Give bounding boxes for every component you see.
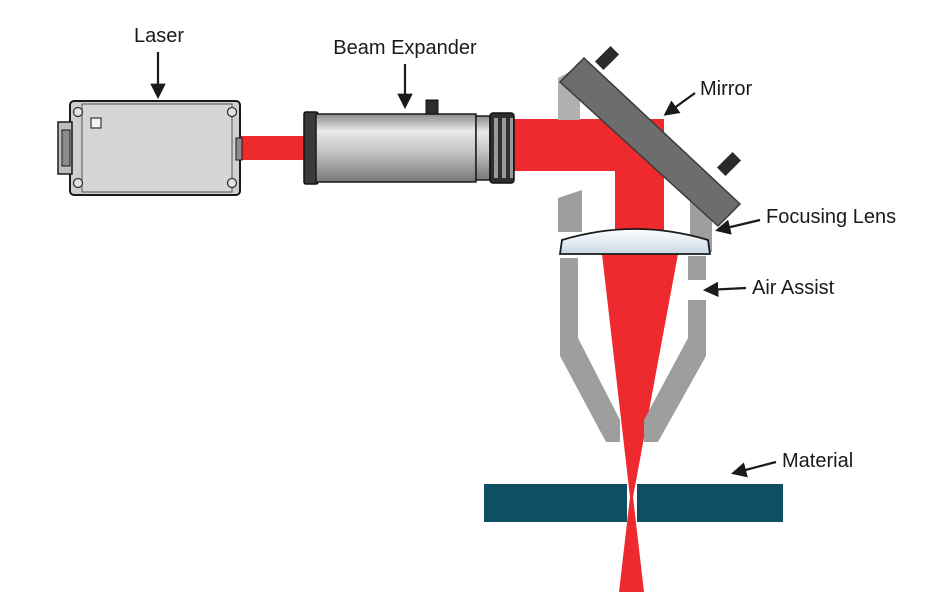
label-material-group: Material: [731, 450, 853, 478]
laser-screw-top-left: [72, 106, 84, 118]
expander-grip-ring: [489, 112, 515, 184]
arrow-focusing-lens: [715, 218, 761, 235]
label-focusing-lens-group: Focusing Lens: [715, 206, 896, 235]
laser-screw-bottom-right: [226, 177, 238, 189]
nozzle-right-wall: [644, 300, 706, 442]
label-air-assist-group: Air Assist: [702, 277, 835, 299]
material: [484, 484, 783, 522]
arrow-material: [731, 460, 777, 478]
label-laser-group: Laser: [134, 25, 184, 100]
label-focusing-lens: Focusing Lens: [766, 206, 896, 228]
label-beam-expander-group: Beam Expander: [333, 37, 477, 110]
beam-diverging-cone: [619, 497, 644, 592]
laser-status-led: [90, 117, 102, 129]
nozzle-left-wall: [560, 258, 620, 442]
beam-laser-to-expander: [238, 136, 308, 160]
beam-focused-cone: [602, 254, 678, 497]
expander-front-ring: [475, 115, 491, 181]
label-air-assist: Air Assist: [752, 277, 835, 299]
housing-upper-left-wall: [558, 190, 582, 232]
laser-screw-bottom-left: [72, 177, 84, 189]
mirror-mount-bolt-bottom: [716, 151, 742, 177]
label-mirror: Mirror: [700, 78, 753, 100]
arrow-mirror: [663, 92, 696, 116]
laser-head: [57, 100, 243, 196]
laser-screw-top-right: [226, 106, 238, 118]
expander-body: [315, 113, 477, 183]
focusing-lens: [558, 228, 712, 255]
beam-expander: [303, 99, 515, 185]
laser-inner-panel: [81, 103, 233, 193]
expander-knob: [425, 99, 439, 115]
material-left-block: [484, 484, 627, 522]
laser-output-aperture: [235, 137, 243, 161]
housing-right-upper-segment: [688, 256, 706, 280]
label-laser: Laser: [134, 25, 184, 47]
mirror-mount-bolt-top: [594, 45, 620, 71]
laser-side-connector: [61, 129, 71, 167]
label-mirror-group: Mirror: [663, 78, 753, 116]
material-right-block: [637, 484, 783, 522]
label-material: Material: [782, 450, 853, 472]
arrow-air-assist: [702, 281, 747, 298]
label-beam-expander: Beam Expander: [333, 37, 477, 59]
